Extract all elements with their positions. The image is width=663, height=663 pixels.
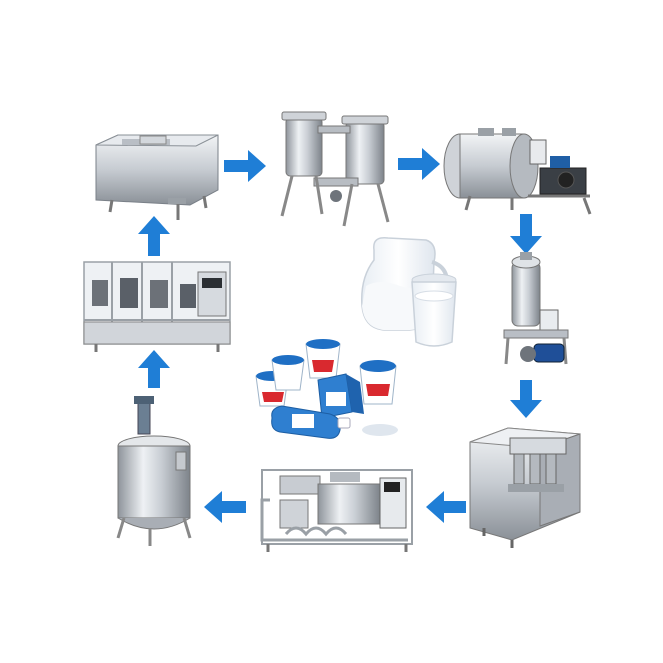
milk-jug-glass-icon <box>361 237 457 347</box>
plate-pasteurizer-icon <box>260 469 413 552</box>
mixing-tank-icon <box>116 396 192 546</box>
dairy-products-icon <box>255 339 398 439</box>
twin-filter-icon <box>280 111 390 227</box>
homogenizer-icon <box>469 427 581 548</box>
milk-receiving-tank-icon <box>95 134 219 220</box>
arrow-down-1 <box>510 214 542 254</box>
milk-cooling-tank-icon <box>443 128 592 215</box>
arrow-up-2 <box>138 216 170 256</box>
arrow-left-2 <box>204 491 246 523</box>
filling-machine-icon <box>83 261 231 352</box>
arrow-up-1 <box>138 350 170 388</box>
arrow-down-2 <box>510 380 542 418</box>
flow-arrows <box>138 148 542 523</box>
arrow-left-1 <box>426 491 466 523</box>
vacuum-degasser-icon <box>503 252 569 365</box>
arrow-right-1 <box>224 150 266 182</box>
arrow-right-2 <box>398 148 440 180</box>
